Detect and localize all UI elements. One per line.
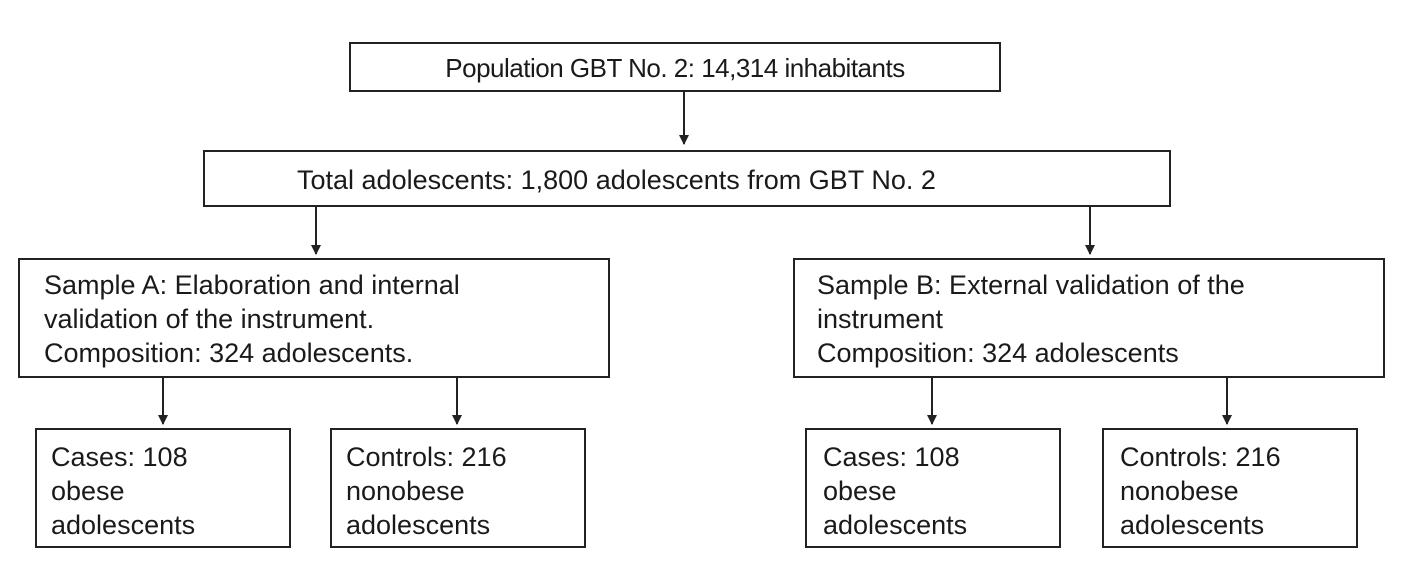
sample-b-line-3: Composition: 324 adolescents [817,338,1179,368]
sample-a-line-1: Sample A: Elaboration and internal [44,270,460,300]
sample-a-controls-line-2: nonobese [346,476,465,506]
sample-b-controls-line-1: Controls: 216 [1120,442,1281,472]
sample-b-box: Sample B: External validation of the ins… [793,258,1385,378]
sample-b-line-2: instrument [817,304,944,334]
sample-a-box: Sample A: Elaboration and internal valid… [18,258,610,378]
sample-a-controls-line-3: adolescents [346,510,491,540]
population-box: Population GBT No. 2: 14,314 inhabitants [349,42,1001,92]
sample-a-cases-box: Cases: 108 obese adolescents [35,428,291,548]
sample-b-controls-line-2: nonobese [1120,476,1239,506]
sample-a-line-2: validation of the instrument. [44,304,375,334]
sample-b-line-1: Sample B: External validation of the [817,270,1245,300]
sample-b-cases-line-2: obese [823,476,897,506]
population-text: Population GBT No. 2: 14,314 inhabitants [445,53,905,83]
total-adolescents-text: Total adolescents: 1,800 adolescents fro… [297,165,936,195]
sample-a-controls-box: Controls: 216 nonobese adolescents [330,428,586,548]
sample-b-controls-line-3: adolescents [1120,510,1265,540]
sample-b-cases-box: Cases: 108 obese adolescents [805,428,1061,548]
sample-a-cases-line-1: Cases: 108 [51,442,188,472]
sample-b-controls-box: Controls: 216 nonobese adolescents [1102,428,1358,548]
sample-a-cases-line-2: obese [51,476,125,506]
sample-a-line-3: Composition: 324 adolescents. [44,338,414,368]
sample-a-cases-line-3: adolescents [51,510,196,540]
total-adolescents-box: Total adolescents: 1,800 adolescents fro… [203,150,1171,207]
sample-a-controls-line-1: Controls: 216 [346,442,507,472]
sample-b-cases-line-1: Cases: 108 [823,442,960,472]
sample-b-cases-line-3: adolescents [823,510,968,540]
